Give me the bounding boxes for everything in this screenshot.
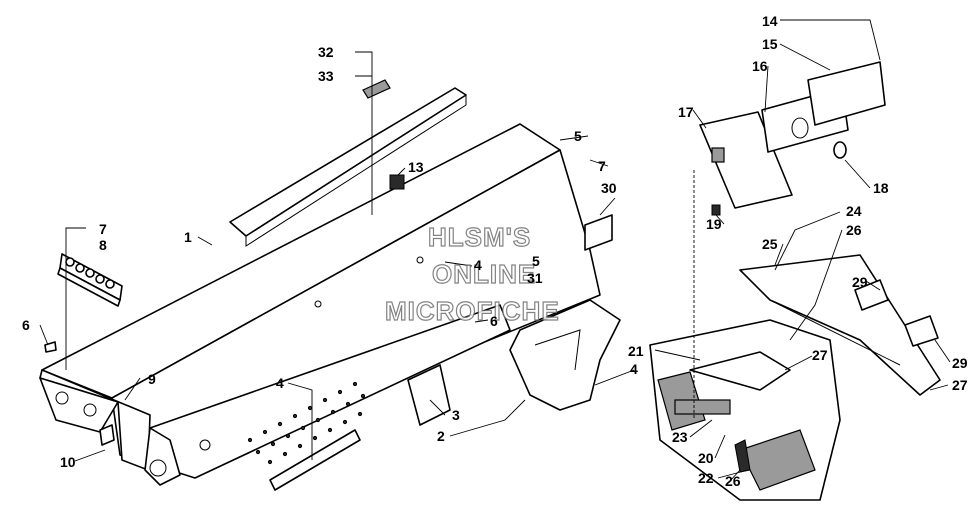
callout-3: 3 [452, 407, 460, 423]
callout-11: 13 [408, 159, 424, 175]
leader-lines [39, 19, 951, 482]
callout-19: 21 [628, 343, 644, 359]
light-bracket [807, 61, 886, 126]
callout-29: 29 [952, 355, 968, 371]
watermark-line-3: MICROFICHE [385, 296, 560, 326]
callout-4-right: 4 [630, 361, 638, 377]
rear-bracket [509, 299, 621, 411]
callout-10: 10 [60, 454, 76, 470]
callout-5-middle: 5 [532, 253, 540, 269]
watermark-line-2: ONLINE [432, 259, 536, 289]
nut-10 [99, 424, 115, 446]
callout-5-top: 5 [574, 128, 582, 144]
callout-4-middle: 4 [474, 257, 482, 273]
step-plate [674, 399, 731, 415]
callout-27: 27 [952, 377, 968, 393]
callout-15: 17 [678, 104, 694, 120]
callout-2: 2 [437, 428, 445, 444]
rivet-field [247, 381, 366, 465]
callout-23: 25 [762, 236, 778, 252]
callout-8: 8 [99, 237, 107, 253]
callout-26: 26 [725, 473, 741, 489]
callout-7-top: 7 [598, 158, 606, 174]
callout-31: 31 [527, 270, 543, 286]
callout-7-left: 7 [99, 221, 107, 237]
heat-shield [57, 253, 123, 307]
watermark-line-1: HLSM'S [428, 222, 531, 252]
callout-18: 20 [698, 450, 714, 466]
reflector-26 [734, 439, 751, 473]
rivet-strip [269, 429, 361, 491]
decal-28 [854, 279, 889, 311]
callout-6-middle: 6 [490, 313, 498, 329]
callout-30: 30 [601, 180, 617, 196]
callout-13: 15 [762, 36, 778, 52]
callout-14: 16 [752, 58, 768, 74]
tunnel-assembly [39, 87, 601, 486]
callout-20: 22 [698, 470, 714, 486]
callout-17: 19 [706, 216, 722, 232]
rubber-bumper [389, 174, 405, 190]
decal-strip [362, 79, 391, 99]
washer-6 [44, 341, 57, 353]
callout-21: 23 [672, 429, 688, 445]
taillight-housing [699, 111, 793, 209]
callout-6-left: 6 [22, 317, 30, 333]
callout-25: 27 [812, 347, 828, 363]
callout-1: 1 [184, 229, 192, 245]
callout-16: 18 [873, 180, 889, 196]
snow-flap [739, 254, 941, 396]
callout-22: 24 [846, 203, 862, 219]
bulb-socket [833, 141, 847, 159]
decal-30 [584, 214, 613, 251]
callout-24: 26 [846, 222, 862, 238]
callout-28: 29 [852, 274, 868, 290]
rear-bumper-assembly [649, 319, 841, 501]
fastener-17 [711, 204, 721, 216]
callout-32: 32 [318, 44, 334, 60]
decal-29 [904, 315, 939, 347]
callout-33: 33 [318, 68, 334, 84]
callout-9: 9 [148, 371, 156, 387]
watermark: HLSM'S ONLINE MICROFICHE [384, 221, 560, 326]
callout-12: 14 [762, 13, 778, 29]
callout-labels: 32 33 13 1 7 8 6 9 10 4 3 2 4 5 31 6 5 7… [22, 13, 968, 489]
callout-4-bottom: 4 [276, 375, 284, 391]
